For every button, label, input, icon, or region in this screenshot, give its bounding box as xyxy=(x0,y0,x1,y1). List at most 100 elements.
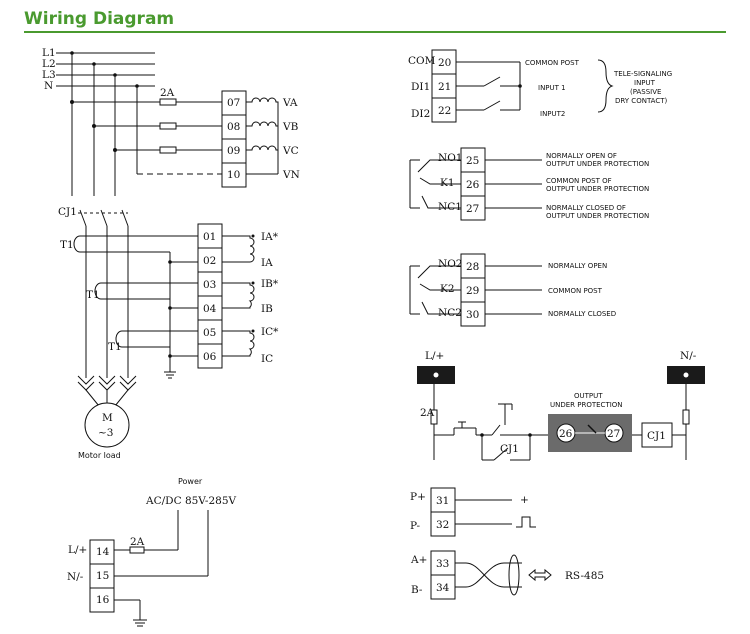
motor-symbol: M xyxy=(102,412,113,424)
fuse-icon xyxy=(159,146,177,154)
polarity-dot xyxy=(251,281,255,285)
ct-label: T1 xyxy=(108,341,122,353)
current-section: CJ1 T1 T1 T1 xyxy=(58,206,279,460)
di-brace-line-1: TELE-SIGNALING xyxy=(613,70,672,78)
relay1-desc-no-1: NORMALLY OPEN OF xyxy=(546,152,617,160)
arrow-icon xyxy=(98,375,116,391)
junction xyxy=(92,62,96,66)
voltage-section: L1 L2 L3 N 2A 07 08 09 xyxy=(42,47,300,196)
coil-icon xyxy=(222,282,255,309)
relay1-desc-k-2: OUTPUT UNDER PROTECTION xyxy=(546,185,649,193)
terminal-21: 21 xyxy=(438,81,451,93)
relay1-desc-nc-2: OUTPUT UNDER PROTECTION xyxy=(546,212,649,220)
contactor-label: CJ1 xyxy=(58,206,77,218)
di-desc-2: INPUT2 xyxy=(540,110,565,118)
di-desc-1: INPUT 1 xyxy=(538,84,566,92)
relay1-label-k: K1 xyxy=(440,177,455,189)
start-button-icon xyxy=(491,403,513,436)
terminal-03: 03 xyxy=(203,279,216,291)
relay2-desc-k: COMMON POST xyxy=(548,287,603,295)
polarity-dot xyxy=(251,329,255,333)
page-title: Wiring Diagram xyxy=(24,9,175,29)
terminal-label-ia-star: IA* xyxy=(261,231,279,243)
terminal-26: 26 xyxy=(466,179,480,191)
relay2-desc-nc: NORMALLY CLOSED xyxy=(548,310,616,318)
rs485-section: 33 34 A+ B- RS-485 xyxy=(410,550,604,600)
terminal-32: 32 xyxy=(436,519,449,531)
junction xyxy=(135,84,139,88)
bidirectional-arrow-icon xyxy=(528,568,552,582)
terminal-05: 05 xyxy=(203,327,216,339)
relay2-label-nc: NC2 xyxy=(438,307,462,319)
junction xyxy=(480,433,484,437)
terminal-27: 27 xyxy=(466,203,479,215)
terminal-label-ia: IA xyxy=(261,257,273,269)
coil-box xyxy=(641,422,673,448)
junction xyxy=(168,260,172,264)
control-section: L/+ N/- 2A CJ1 OUTPUT UNDER PROTECTION 2… xyxy=(417,350,705,461)
coil-icon xyxy=(246,145,279,158)
terminal-label-ib: IB xyxy=(261,303,273,315)
terminal-label-ib-star: IB* xyxy=(261,278,279,290)
motor-lead xyxy=(114,389,129,407)
terminal-label-vc: VC xyxy=(282,145,299,157)
relay-contact-icon xyxy=(417,159,461,209)
power-label-n: N/- xyxy=(67,571,84,583)
terminal-label-ic: IC xyxy=(261,353,273,365)
power-range: AC/DC 85V-285V xyxy=(145,495,237,507)
terminal-22: 22 xyxy=(438,105,451,117)
control-fuse-label: 2A xyxy=(420,407,435,419)
terminal-14: 14 xyxy=(96,546,110,558)
contact-icon xyxy=(79,209,87,227)
holding-contact-icon xyxy=(493,447,509,461)
pulse-label-p-plus: P+ xyxy=(410,491,426,503)
line-label-n: N xyxy=(44,80,53,92)
di-label-di2: DI2 xyxy=(411,108,430,120)
terminal-30: 30 xyxy=(466,309,479,321)
relay1-label-nc: NC1 xyxy=(438,201,462,213)
terminal-dot-icon xyxy=(433,372,439,378)
terminal-label-vb: VB xyxy=(282,121,299,133)
twisted-pair xyxy=(455,562,522,588)
output-terminal-27: 27 xyxy=(607,428,620,440)
ct-label: T1 xyxy=(86,289,100,301)
relay2-label-k: K2 xyxy=(440,283,455,295)
motor-lead xyxy=(85,389,100,407)
ct-icon xyxy=(94,282,102,300)
line-label-l2: L2 xyxy=(42,58,56,70)
terminal-33: 33 xyxy=(436,558,449,570)
output-contact xyxy=(587,424,597,434)
terminal-25: 25 xyxy=(466,155,479,167)
motor-icon xyxy=(84,402,130,448)
power-caption: Power xyxy=(178,477,203,486)
relay1-desc-no-2: OUTPUT UNDER PROTECTION xyxy=(546,160,649,168)
fuse-icon xyxy=(159,98,177,106)
terminal-04: 04 xyxy=(203,303,217,315)
ct-icon xyxy=(115,330,123,348)
rs485-label: RS-485 xyxy=(565,570,604,582)
switch-icon xyxy=(483,100,501,111)
terminal-15: 15 xyxy=(96,570,109,582)
output-caption-2: UNDER PROTECTION xyxy=(550,401,623,409)
pulse-icon xyxy=(516,516,536,528)
terminal-10: 10 xyxy=(227,169,240,181)
contactor-cj1-label: CJ1 xyxy=(500,443,519,455)
motor-sub: ~3 xyxy=(98,427,113,439)
output-caption-1: OUTPUT xyxy=(574,392,603,400)
arrow-icon xyxy=(119,375,137,391)
di-brace-line-3: (PASSIVE xyxy=(630,88,661,96)
terminal-02: 02 xyxy=(203,255,216,267)
shield-icon xyxy=(508,554,520,596)
digital-input-section: 20 21 22 COM DI1 DI2 COMMON POST INPUT 1… xyxy=(408,49,672,123)
terminal-06: 06 xyxy=(203,351,217,363)
junction xyxy=(168,306,172,310)
fuse-icon xyxy=(682,409,690,425)
line-label-l1: L1 xyxy=(42,47,56,59)
contact-icon xyxy=(100,209,108,227)
power-section: Power AC/DC 85V-285V 14 15 16 L/+ N/- 2A xyxy=(67,477,237,627)
terminal-dot-icon xyxy=(683,372,689,378)
relay1-desc-k-1: COMMON POST OF xyxy=(546,177,612,185)
relay1-section: 25 26 27 NO1 K1 NC1 NORMALLY OPEN OF OUT… xyxy=(409,147,649,221)
output-terminal-26: 26 xyxy=(559,428,573,440)
coil-icon xyxy=(222,235,255,263)
